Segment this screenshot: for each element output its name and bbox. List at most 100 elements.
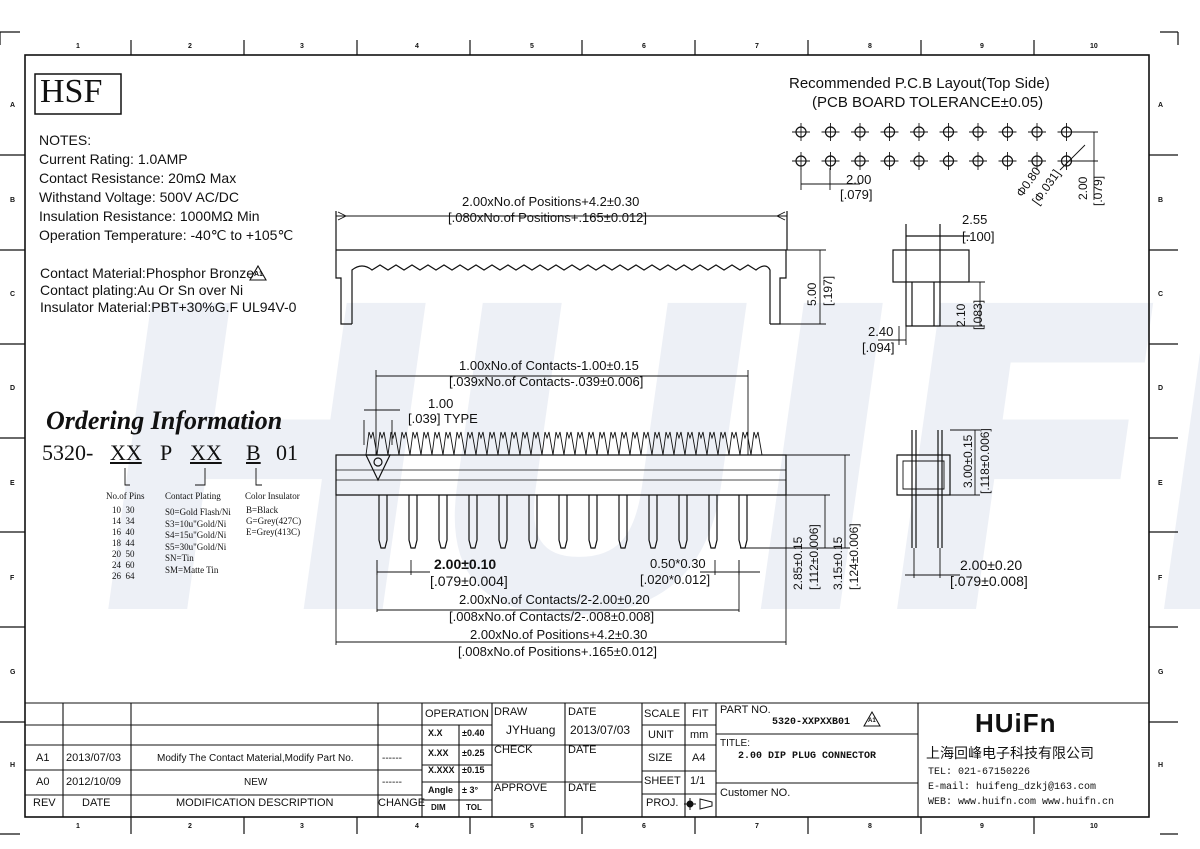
connector-top-view — [335, 211, 826, 325]
sheet-label: SHEET — [644, 775, 681, 787]
note-line: Operation Temperature: -40℃ to +105℃ — [39, 227, 294, 243]
order-code-pins: XX — [110, 440, 142, 465]
pins-option: 10 30 — [112, 505, 135, 515]
border-col-label: 2 — [188, 823, 192, 830]
pcb-row-gap-in: [.079] — [1091, 175, 1105, 206]
tol-tol: TOL — [466, 803, 482, 812]
color-option: E=Grey(413C) — [246, 527, 301, 537]
size-label: SIZE — [648, 752, 673, 764]
pcb-hole-crosshair — [1028, 123, 1046, 141]
front-row-in: [.079±0.004] — [430, 573, 508, 589]
top-length: 2.00xNo.of Positions+4.2±0.30 — [462, 194, 640, 209]
header-change: CHANGE — [378, 797, 426, 809]
border-row-label: H — [1158, 762, 1164, 769]
date-label-1: DATE — [568, 706, 597, 718]
order-code-p: P — [160, 440, 173, 465]
size-value: A4 — [692, 752, 706, 764]
plating-option: SM=Matte Tin — [165, 564, 219, 575]
fit-value: FIT — [692, 708, 709, 720]
border-col-label: 7 — [755, 43, 759, 50]
border-col-label: 5 — [530, 823, 534, 830]
border-col-label: 7 — [755, 823, 759, 830]
connector-side-view — [896, 429, 980, 578]
border-row-label: B — [1158, 197, 1164, 204]
tol-dim-value: X.XXX — [428, 765, 455, 775]
rev-a0-desc: NEW — [244, 777, 268, 788]
sheet-value: 1/1 — [690, 775, 706, 787]
proj-label: PROJ. — [646, 797, 679, 809]
ordering-title: Ordering Information — [46, 406, 283, 435]
border-row-label: F — [1158, 575, 1163, 582]
pcb-hole-grid — [792, 123, 1076, 170]
pcb-pitch-in: [.079] — [840, 187, 873, 202]
rev-a1-change: ------ — [382, 753, 402, 764]
order-code-prefix: 5320- — [42, 440, 94, 465]
border-col-label: 1 — [76, 43, 80, 50]
pcb-title: Recommended P.C.B Layout(Top Side) — [789, 75, 1050, 92]
pcb-hole-crosshair — [939, 123, 958, 141]
contact-pin — [468, 495, 478, 549]
border-col-label: 8 — [868, 43, 872, 50]
approve-label: APPROVE — [494, 782, 548, 794]
company-logo: HUiFn — [975, 708, 1057, 738]
border-row-label: F — [10, 575, 15, 582]
pins-option: 14 34 — [112, 516, 135, 526]
scale-label: SCALE — [644, 708, 681, 720]
header-rev: REV — [33, 797, 56, 809]
company-email: E-mail: huifeng_dzkj@163.com — [928, 782, 1097, 793]
title-label: TITLE: — [720, 738, 751, 749]
projection-symbol-icon — [684, 798, 713, 810]
pins-option: 26 64 — [112, 571, 135, 581]
border-col-label: 6 — [642, 43, 646, 50]
note-line: Withstand Voltage: 500V AC/DC — [39, 189, 239, 205]
front-tail1: 2.85±0.15 — [791, 536, 805, 590]
pcb-hole-crosshair — [851, 123, 869, 141]
tol-tol-value: ± 3° — [462, 785, 479, 795]
border-col-label: 10 — [1090, 43, 1098, 50]
border-col-label: 9 — [980, 43, 984, 50]
customer-label: Customer NO. — [720, 787, 791, 799]
pcb-hole-crosshair — [821, 123, 840, 141]
rev-a0: A0 — [36, 776, 50, 788]
company-tel: TEL: 021-67150226 — [928, 767, 1031, 778]
border-row-label: E — [1158, 480, 1163, 487]
border-col-label: 6 — [642, 823, 646, 830]
border-col-label: 4 — [415, 43, 419, 50]
plating-option: S0=Gold Flash/Ni — [165, 507, 231, 517]
pcb-hole-crosshair — [969, 123, 987, 141]
rev-a0-change: ------ — [382, 777, 402, 788]
part-no-revision-mark: A1 — [868, 718, 876, 724]
tol-dim: DIM — [431, 803, 446, 812]
tol-dim-value: X.X — [428, 728, 443, 738]
date-label-3: DATE — [568, 782, 597, 794]
color-heading: Color Insulator — [245, 491, 300, 501]
front-row: 2.00±0.10 — [434, 556, 497, 572]
company-name-cn: 上海回峰电子科技有限公司 — [926, 745, 1094, 761]
pcb-hole-crosshair — [998, 152, 1017, 170]
pins-option: 18 44 — [112, 538, 135, 548]
part-no-triangle-icon — [863, 710, 881, 727]
tol-tol-value: ±0.40 — [462, 728, 485, 738]
pcb-hole-crosshair — [821, 152, 840, 170]
pcb-hole-crosshair — [880, 152, 899, 170]
border-row-label: B — [10, 197, 16, 204]
border-row-label: E — [10, 480, 15, 487]
front-tail1-in: [.112±0.006] — [807, 524, 821, 590]
order-code-suffix: 01 — [276, 440, 298, 465]
side-width-in: [.079±0.008] — [950, 573, 1028, 589]
front-span: 2.00xNo.of Contacts/2-2.00±0.20 — [459, 592, 650, 607]
side-height: 3.00±0.15 — [961, 434, 975, 488]
header-date: DATE — [82, 797, 111, 809]
side-top-base: 2.40 — [868, 324, 894, 339]
border-row-label: A — [1158, 102, 1164, 109]
tol-tol-value: ±0.15 — [462, 765, 485, 775]
part-no-value: 5320-XXPXXB01 — [772, 717, 851, 728]
pcb-hole-crosshair — [880, 123, 899, 141]
drawer-name: JYHuang — [506, 723, 556, 737]
front-contacts-in: [.039xNo.of Contacts-.039±0.006] — [449, 374, 644, 389]
pins-option: 16 40 — [112, 527, 135, 537]
side-width: 2.00±0.20 — [960, 557, 1023, 573]
side-height-in: [.118±0.006] — [978, 428, 992, 494]
date-value: 2013/07/03 — [570, 723, 631, 737]
contact-pin — [378, 495, 388, 549]
